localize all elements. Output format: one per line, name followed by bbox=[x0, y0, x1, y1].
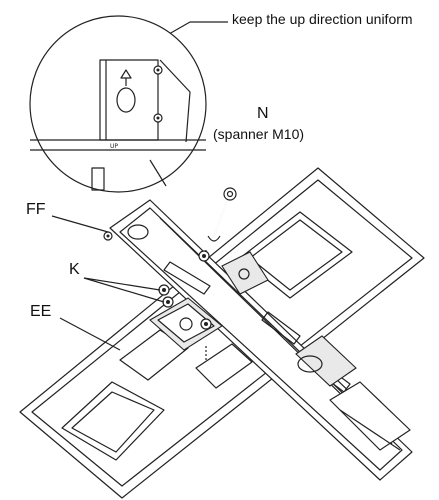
up-mark: UP bbox=[110, 143, 118, 150]
label-ee: EE bbox=[30, 303, 52, 320]
bolt-icon bbox=[200, 318, 212, 330]
spanner-icon bbox=[207, 187, 237, 242]
label-ff: FF bbox=[26, 201, 46, 218]
bar-ff bbox=[109, 199, 413, 481]
nut-icon bbox=[198, 250, 210, 262]
label-n-subtitle: (spanner M10) bbox=[213, 126, 305, 142]
leader-lines bbox=[51, 21, 228, 351]
bolt-icon bbox=[158, 284, 170, 296]
label-n: N bbox=[257, 105, 269, 122]
label-k: K bbox=[69, 261, 80, 278]
bolt-icon bbox=[162, 296, 174, 308]
center-bracket bbox=[149, 250, 269, 362]
callout-text: keep the up direction uniform bbox=[232, 11, 413, 27]
bolts-k bbox=[103, 231, 212, 330]
up-arrow-icon bbox=[120, 69, 132, 86]
bolt-icon bbox=[103, 231, 113, 241]
detail-circle: UP bbox=[29, 15, 207, 193]
